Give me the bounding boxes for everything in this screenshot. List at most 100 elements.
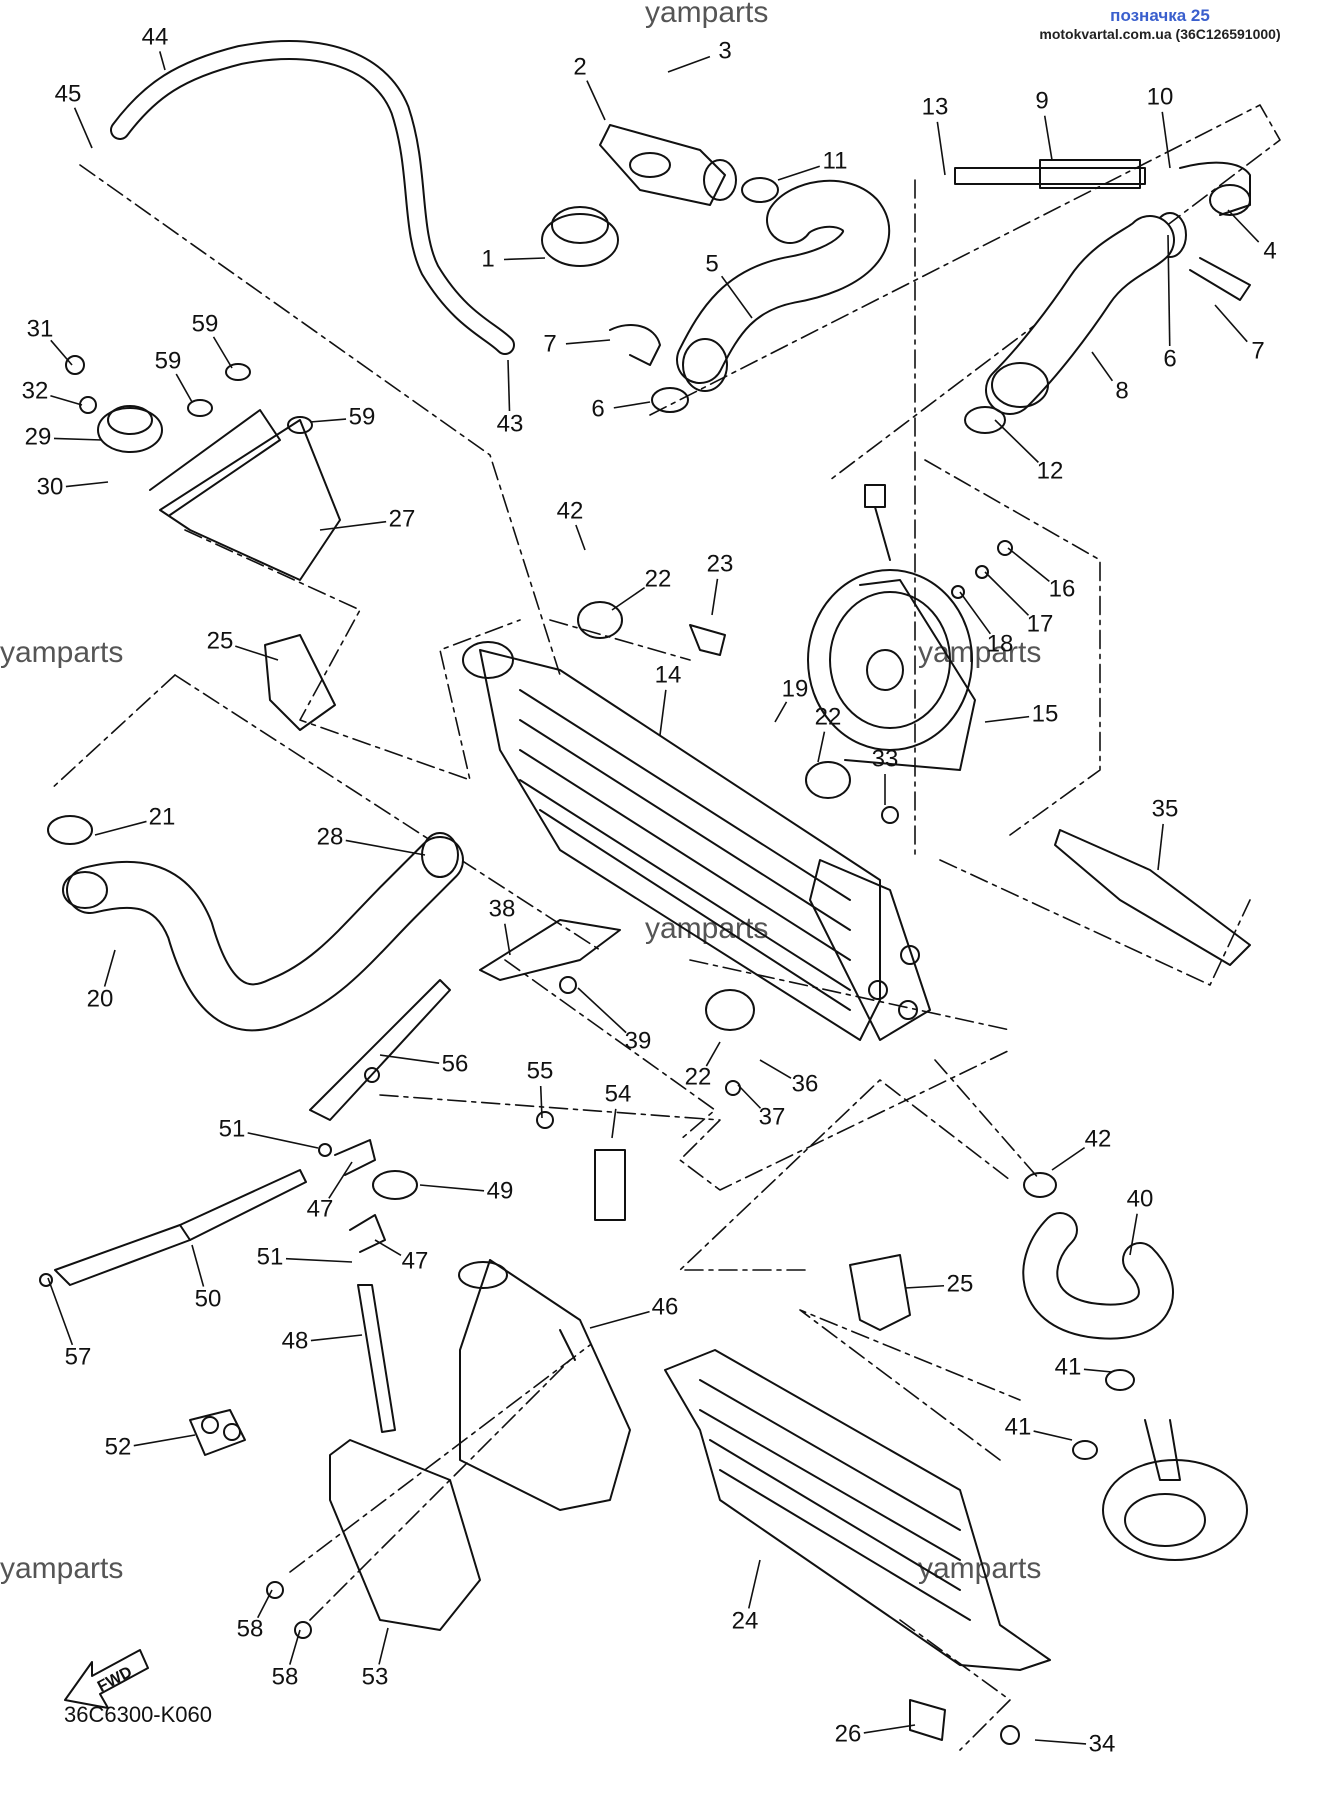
callout-label-47: 47 (402, 1247, 429, 1274)
callout-leader-23 (711, 578, 719, 616)
callout-label-30: 30 (37, 473, 64, 500)
thermostat-1 (541, 213, 619, 267)
callout-leader-30 (65, 481, 109, 488)
breather-hose-4 (1179, 161, 1251, 216)
callout-label-6: 6 (1163, 345, 1176, 372)
callout-label-59: 59 (349, 403, 376, 430)
hose-50 (54, 1224, 191, 1286)
assembly-guide-lines (49, 104, 1281, 1751)
callout-leader-39 (577, 987, 627, 1034)
hose-47a (334, 1139, 376, 1176)
callout-label-56: 56 (442, 1050, 469, 1077)
callout-label-41: 41 (1055, 1353, 1082, 1380)
callout-leader-22 (611, 586, 646, 611)
callout-leader-43 (507, 359, 511, 412)
callout-label-15: 15 (1032, 700, 1059, 727)
damper-22c (705, 989, 755, 1031)
callout-leader-59 (309, 418, 347, 423)
callout-leader-44 (159, 51, 166, 71)
callout-label-48: 48 (282, 1327, 309, 1354)
callout-label-22: 22 (645, 565, 672, 592)
callout-label-16: 16 (1049, 575, 1076, 602)
bolt-39 (559, 976, 577, 994)
callout-label-49: 49 (487, 1177, 514, 1204)
callout-label-27: 27 (389, 505, 416, 532)
callout-label-19: 19 (782, 675, 809, 702)
callout-leader-38 (504, 923, 511, 956)
hose-clamp-6 (651, 387, 689, 413)
hose-clamp-12 (964, 406, 1006, 434)
valve-49 (372, 1170, 418, 1200)
bolt-31 (65, 355, 85, 375)
callout-leader-36 (759, 1059, 792, 1079)
callout-label-9: 9 (1035, 87, 1048, 114)
callout-leader-22 (817, 731, 826, 763)
callout-label-5: 5 (705, 250, 718, 277)
callout-label-58: 58 (237, 1615, 264, 1642)
callout-label-52: 52 (105, 1433, 132, 1460)
callout-label-4: 4 (1263, 237, 1276, 264)
callout-label-25: 25 (947, 1270, 974, 1297)
washer-18 (951, 585, 965, 599)
callout-label-7: 7 (543, 330, 556, 357)
watermark-bottom-left: yamparts (0, 1552, 124, 1585)
callout-leader-26 (863, 1724, 916, 1734)
callout-leader-11 (777, 165, 820, 181)
callout-label-17: 17 (1027, 610, 1054, 637)
callout-label-36: 36 (792, 1070, 819, 1097)
callout-leader-42 (575, 524, 586, 551)
callout-leader-48 (310, 1334, 363, 1342)
callout-label-43: 43 (497, 410, 524, 437)
callout-leader-25 (235, 645, 279, 661)
callout-leader-40 (1129, 1213, 1138, 1256)
callout-label-47: 47 (307, 1195, 334, 1222)
callout-label-42: 42 (1085, 1125, 1112, 1152)
callout-leader-17 (984, 571, 1030, 616)
callout-leader-47 (328, 1161, 353, 1199)
callout-label-42: 42 (557, 497, 584, 524)
thermostat-housing-2 (599, 124, 726, 206)
callout-label-45: 45 (55, 80, 82, 107)
callout-label-59: 59 (192, 310, 219, 337)
callout-leader-57 (47, 1277, 74, 1346)
bolt-16 (997, 540, 1013, 556)
callout-label-54: 54 (605, 1080, 632, 1107)
hose-48 (357, 1284, 396, 1433)
fwd-arrow-icon (64, 1649, 149, 1709)
callout-leader-49 (419, 1184, 485, 1192)
oil-cooler (1102, 1459, 1248, 1561)
clip-51 (318, 1143, 332, 1157)
callout-leader-7 (565, 339, 611, 345)
bolt-58a (266, 1581, 284, 1599)
stay-56 (309, 979, 451, 1121)
callout-leader-50 (191, 1244, 205, 1287)
callout-leader-41 (1083, 1368, 1113, 1373)
callout-leader-35 (1157, 823, 1164, 871)
watermark-top: yamparts (645, 0, 769, 29)
callout-leader-14 (659, 689, 667, 736)
callout-label-53: 53 (362, 1663, 389, 1690)
callout-label-58: 58 (272, 1663, 299, 1690)
fan-connector (864, 484, 886, 508)
callout-leader-47 (374, 1239, 402, 1256)
callout-label-51: 51 (219, 1115, 246, 1142)
callout-leader-12 (994, 419, 1039, 463)
breather-pipe-9 (954, 167, 1146, 185)
bolt-34 (1000, 1725, 1020, 1745)
bracket-38 (479, 919, 621, 981)
callout-leader-34 (1034, 1739, 1087, 1745)
hose-47b (349, 1214, 386, 1253)
callout-leader-31 (50, 339, 73, 366)
grommet-59a (225, 363, 251, 381)
callout-leader-45 (73, 107, 93, 149)
callout-leader-42 (1051, 1146, 1086, 1171)
callout-label-18: 18 (987, 630, 1014, 657)
callout-leader-5 (720, 275, 753, 319)
bolt-37 (725, 1080, 741, 1096)
callout-leader-10 (1161, 111, 1171, 169)
header-subtitle: motokvartal.com.ua (36C126591000) (1039, 26, 1281, 42)
clamp-52 (189, 1409, 246, 1456)
callout-leader-19 (774, 701, 788, 723)
callout-leader-2 (586, 80, 606, 121)
